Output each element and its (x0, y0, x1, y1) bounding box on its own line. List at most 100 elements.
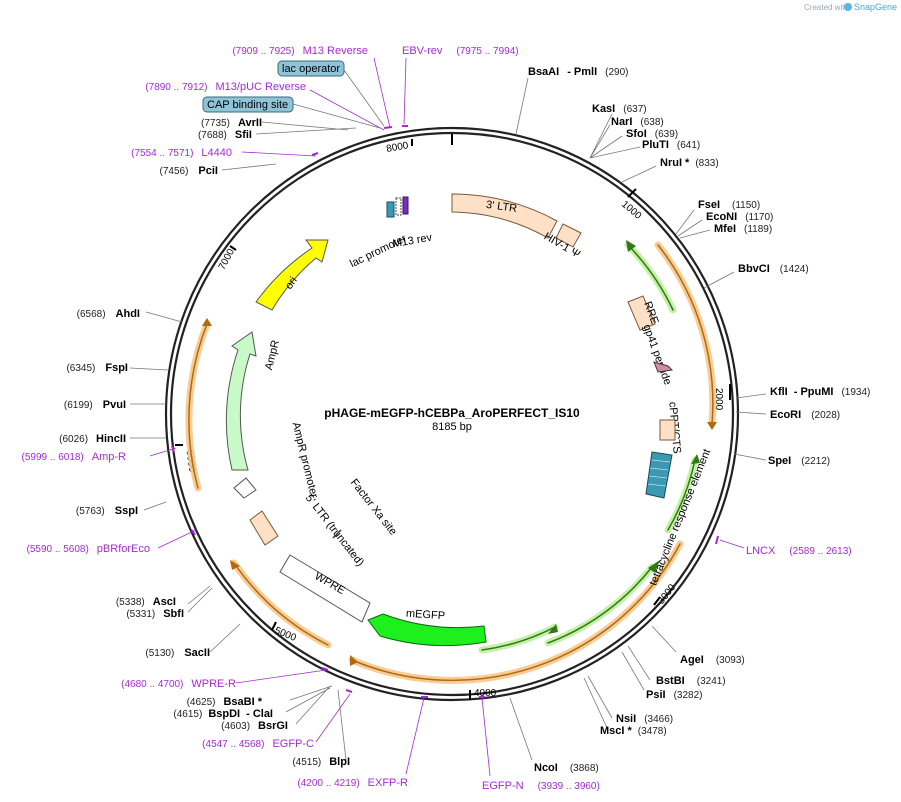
leader-spei (733, 453, 767, 461)
tre-stripe (651, 459, 671, 463)
green-arc-1-line (627, 244, 674, 311)
green-arc-3-arrow (648, 560, 660, 573)
enzyme-sacii: (5130)SacII (145, 647, 210, 659)
enzyme-pcii: (7456)PciI (160, 165, 218, 177)
green-arc-4-line (481, 626, 556, 651)
tick-label-1000: 1000 (619, 199, 643, 222)
leader-bsaai (515, 77, 529, 135)
primer-leader-egfpn (481, 697, 491, 777)
tick-label-8000: 8000 (385, 140, 409, 155)
enzyme-econi: EcoNI(1170) (706, 211, 773, 223)
enzyme-kasi: KasI(637) (592, 103, 647, 115)
cap-binding-box: CAP binding site (202, 96, 294, 113)
tre-feature (645, 451, 673, 499)
leader-kasi-group (589, 113, 641, 159)
green-arc-2-arrow (691, 454, 700, 464)
leader-sspi (143, 501, 167, 511)
leader-avrii-group (255, 121, 357, 135)
tick-label-4000: 4000 (474, 688, 497, 699)
primer-mark (311, 152, 319, 156)
leader-msci (583, 677, 609, 731)
orf-arc-left-line (188, 323, 208, 489)
leader-kfli (735, 393, 767, 399)
orf-left-arrow (202, 318, 212, 326)
primer-l4440: (7554 .. 7571)L4440 (131, 147, 232, 159)
snapgene-brand: SnapGene (854, 2, 897, 12)
factor-xa-label: Factor Xa site (348, 477, 399, 538)
enzyme-avrii: (7735)AvrII (201, 117, 262, 129)
leader-sacii (209, 623, 241, 653)
primer-leader-pbr (157, 529, 197, 549)
lac-promoter-feature (395, 197, 402, 216)
green-arc-1-arrow (626, 240, 636, 252)
enzyme-bbvci: BbvCI(1424) (738, 263, 809, 275)
enzyme-bsabi: (4625)BsaBI * (187, 696, 263, 708)
orf-bottom-arrow (350, 655, 358, 666)
primer-exfp-r: (4200 .. 4219)EXFP-R (297, 777, 408, 789)
primer-mark (345, 689, 353, 693)
primer-egfp-n: EGFP-N(3939 .. 3960) (482, 780, 600, 792)
enzyme-fsei: FseI(1150) (698, 199, 760, 211)
tre-stripe (647, 483, 667, 487)
primer-mark (191, 529, 196, 536)
tick-7000 (229, 245, 237, 251)
megfp-label: mEGFP (406, 608, 446, 623)
enzyme-nari: NarI(638) (611, 116, 664, 128)
enzyme-asci: (5338)AscI (116, 596, 176, 608)
leader-ncoi (509, 697, 533, 761)
factor-xa-mark (332, 529, 342, 539)
green-arc-4 (478, 623, 559, 654)
leader-psii (621, 651, 645, 691)
ltr3-label: 3' LTR (485, 199, 518, 215)
ampr-feature (225, 331, 257, 471)
primer-lncx: LNCX(2589 .. 2613) (746, 545, 852, 557)
primer-m13puc-reverse: (7890 .. 7912)M13/pUC Reverse (145, 81, 306, 93)
gp41-feature (653, 361, 674, 373)
enzyme-sspi: (5763)SspI (76, 505, 138, 517)
plasmid-length: 8185 bp (432, 421, 472, 433)
wpre-feature (279, 554, 371, 623)
amp-promoter-label: AmpR promoter (290, 421, 321, 500)
leader-lac-operator (343, 69, 385, 127)
tick-label-2000: 2000 (713, 388, 724, 411)
primer-amp-r: (5999 .. 6018)Amp-R (22, 451, 127, 463)
backbone-inner-ring (169, 131, 735, 697)
credit-text: Created with (804, 3, 849, 12)
primer-leader-ampr (149, 447, 177, 457)
ltr5-label: 5' LTR (truncated) (303, 492, 366, 568)
leader-agei (651, 625, 677, 653)
enzyme-sfoi: SfoI(639) (626, 128, 678, 140)
orf-arc-bottom-line (351, 543, 681, 682)
primer-mark (715, 535, 719, 545)
enzyme-hincii: (6026)HincII (59, 433, 126, 445)
primer-m13-reverse: (7909 .. 7925)M13 Reverse (232, 45, 368, 57)
primer-leader-wpre (235, 669, 327, 684)
leader-fspi (129, 367, 169, 371)
green-arc-3-line (547, 566, 653, 644)
leader-nrui (621, 165, 657, 183)
green-arc-4-arrow (548, 624, 558, 634)
tre-stripe (648, 475, 668, 479)
enzyme-spei: SpeI(2212) (768, 455, 830, 467)
primer-ebv-rev: EBV-rev(7975 .. 7994) (402, 45, 519, 57)
primer-mark (171, 445, 175, 453)
ltr5-feature (249, 510, 279, 546)
primer-leader-exfp (405, 697, 425, 775)
tick-1000 (627, 188, 637, 198)
enzyme-kfli: KflI- PpuMI(1934) (770, 386, 870, 398)
ampr-label: AmpR (263, 339, 282, 372)
enzyme-psii: PsiI(3282) (646, 689, 702, 701)
enzyme-bsrgi: (4603)BsrGI (221, 720, 288, 732)
orf-arc-bottom (348, 540, 684, 684)
primer-leader-ebv (403, 57, 407, 125)
primer-mark (321, 667, 329, 671)
leader-cap-binding (292, 103, 381, 129)
plasmid-title: pHAGE-mEGFP-hCEBPa_AroPERFECT_IS10 (324, 406, 580, 420)
snapgene-logo-icon (844, 3, 852, 11)
enzyme-bspdi: (4615)BspDI- ClaI (173, 708, 273, 720)
primer-leader-m13puc (309, 89, 385, 131)
enzyme-pvui: (6199)PvuI (64, 399, 126, 411)
leader-ecori (735, 411, 767, 415)
enzyme-agei: AgeI(3093) (680, 654, 745, 666)
